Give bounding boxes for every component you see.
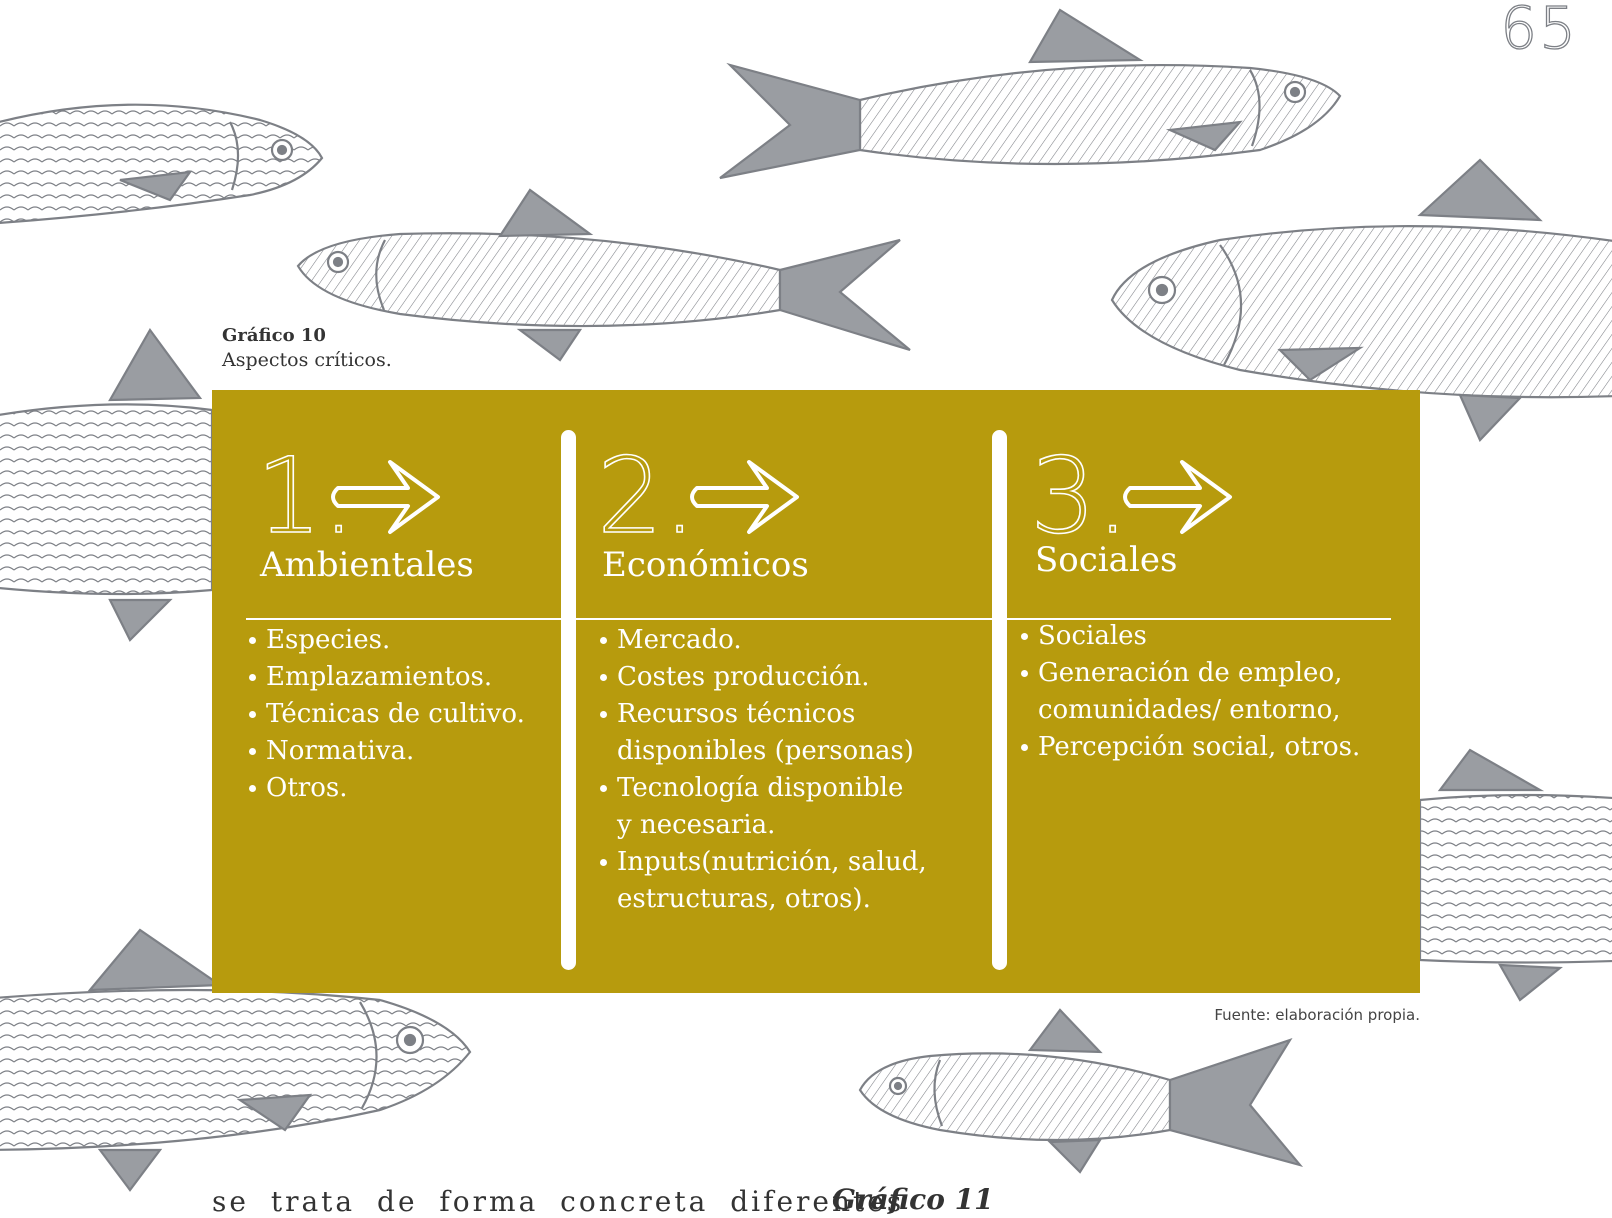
list-item: Recursos técnicos xyxy=(597,696,927,733)
list-item: y necesaria. xyxy=(597,807,927,844)
arrow-right-icon: 1. xyxy=(256,440,446,550)
list-item: comunidades/ entorno, xyxy=(1018,692,1360,729)
column-1-list: Especies. Emplazamientos. Técnicas de cu… xyxy=(246,622,525,807)
list-item: Especies. xyxy=(246,622,525,659)
list-item: Sociales xyxy=(1018,618,1360,655)
svg-text:1.: 1. xyxy=(256,435,355,557)
next-figure-label: Gráfico 11 xyxy=(832,1183,994,1216)
arrow-right-icon: 2. xyxy=(597,440,817,550)
list-item: Técnicas de cultivo. xyxy=(246,696,525,733)
svg-text:2.: 2. xyxy=(597,435,696,557)
list-item: Mercado. xyxy=(597,622,927,659)
critical-aspects-panel: 1. Ambientales Especies. Emplazamientos.… xyxy=(212,390,1420,993)
arrow-right-icon: 3. xyxy=(1030,440,1250,550)
list-item: Costes producción. xyxy=(597,659,927,696)
body-text-line: se trata de forma concreta diferentes xyxy=(212,1185,904,1218)
fish-right-lower xyxy=(1420,750,1612,1000)
svg-text:3.: 3. xyxy=(1030,435,1129,557)
column-1-heading: Ambientales xyxy=(260,545,474,585)
list-item: Normativa. xyxy=(246,733,525,770)
column-2-list: Mercado. Costes producción. Recursos téc… xyxy=(597,622,927,918)
column-3-list: Sociales Generación de empleo, comunidad… xyxy=(1018,618,1360,766)
column-2-heading: Económicos xyxy=(602,545,809,585)
list-item: Otros. xyxy=(246,770,525,807)
list-item: Emplazamientos. xyxy=(246,659,525,696)
list-item: Percepción social, otros. xyxy=(1018,729,1360,766)
figure-source: Fuente: elaboración propia. xyxy=(1214,1006,1420,1024)
header-rule-1 xyxy=(246,618,561,620)
list-item: Tecnología disponible xyxy=(597,770,927,807)
header-rule-2 xyxy=(576,618,992,620)
column-divider-1 xyxy=(561,430,576,970)
fish-left-middle xyxy=(0,330,212,640)
column-2-number: 2. xyxy=(597,440,817,548)
figure-caption: Gráfico 10 Aspectos críticos. xyxy=(222,324,392,372)
figure-title: Aspectos críticos. xyxy=(222,348,392,372)
fish-top-left xyxy=(0,105,322,225)
figure-label: Gráfico 10 xyxy=(222,324,392,348)
column-3-number: 3. xyxy=(1030,440,1250,548)
list-item: estructuras, otros). xyxy=(597,881,927,918)
column-divider-2 xyxy=(992,430,1007,970)
fish-bottom-center xyxy=(860,1010,1300,1172)
list-item: disponibles (personas) xyxy=(597,733,927,770)
column-3-heading: Sociales xyxy=(1035,540,1177,580)
list-item: Generación de empleo, xyxy=(1018,655,1360,692)
column-1-number: 1. xyxy=(256,440,446,548)
fish-top-center xyxy=(720,10,1340,178)
list-item: Inputs(nutrición, salud, xyxy=(597,844,927,881)
